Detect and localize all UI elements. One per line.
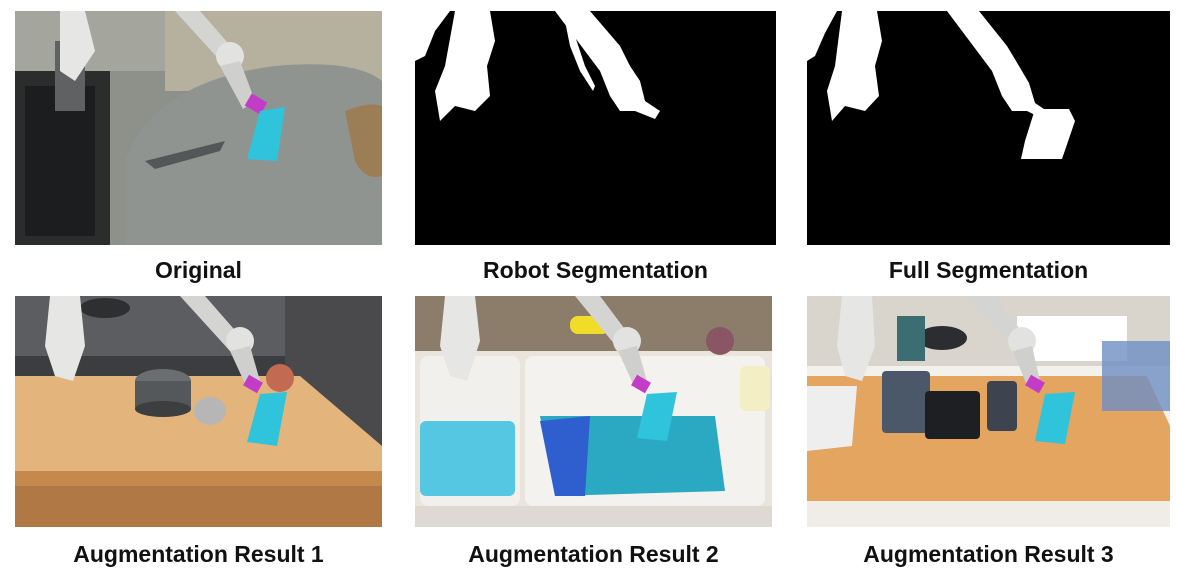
augmentation-result-3-image xyxy=(807,296,1170,527)
caption-full-segmentation: Full Segmentation xyxy=(888,257,1089,283)
augmentation-result-2-image xyxy=(415,296,772,527)
caption-original: Original xyxy=(155,257,242,283)
caption-augmentation-result-2: Augmentation Result 2 xyxy=(468,541,719,567)
caption-augmentation-result-3: Augmentation Result 3 xyxy=(863,541,1114,567)
caption-robot-segmentation: Robot Segmentation xyxy=(483,257,708,283)
caption-augmentation-result-1: Augmentation Result 1 xyxy=(73,541,324,567)
full-segmentation-mask xyxy=(807,11,1170,245)
robot-segmentation-mask xyxy=(415,11,776,245)
original-image xyxy=(15,11,382,245)
augmentation-result-1-image xyxy=(15,296,382,527)
